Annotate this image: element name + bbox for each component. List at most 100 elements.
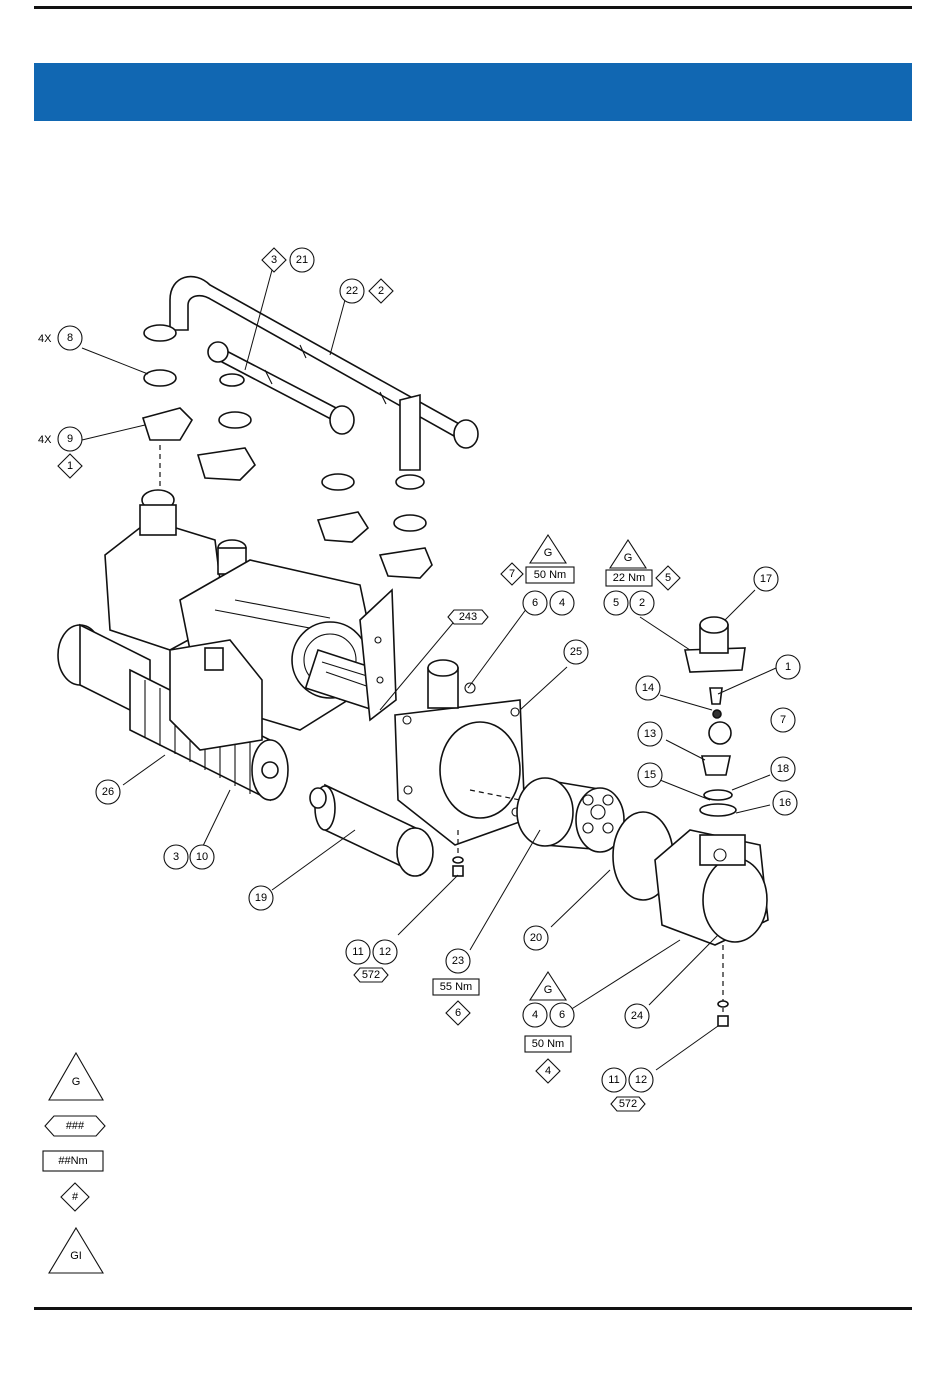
callout-5: 5	[604, 591, 628, 615]
small-fastener	[453, 857, 463, 876]
callout-22: 22	[340, 279, 364, 303]
callout-13: 13	[638, 722, 662, 746]
svg-text:572: 572	[362, 969, 380, 981]
callout-2: 2	[369, 279, 393, 303]
grease-symbol: G	[530, 972, 566, 1000]
svg-text:7: 7	[780, 714, 786, 726]
svg-text:20: 20	[530, 932, 542, 944]
svg-text:G: G	[624, 552, 633, 564]
callout-15: 15	[638, 763, 662, 787]
svg-text:572: 572	[619, 1098, 637, 1110]
svg-text:55 Nm: 55 Nm	[440, 981, 472, 993]
svg-text:#: #	[72, 1191, 79, 1203]
valve-components	[700, 688, 736, 816]
svg-text:25: 25	[570, 646, 582, 658]
svg-text:243: 243	[459, 611, 477, 623]
quantity-prefix: 4X	[38, 333, 52, 345]
callout-17: 17	[754, 567, 778, 591]
callout-10: 10	[190, 845, 214, 869]
callout-9: 9	[58, 427, 82, 451]
legend-gi-symbol: GI	[49, 1228, 103, 1273]
callout-6: 6	[446, 1001, 470, 1025]
svg-text:12: 12	[379, 946, 391, 958]
callout-12: 12	[373, 940, 397, 964]
svg-text:1: 1	[785, 661, 791, 673]
svg-text:11: 11	[352, 946, 363, 958]
svg-text:3: 3	[173, 851, 179, 863]
threadlock-tag: 572	[611, 1097, 645, 1111]
pipe-22	[144, 277, 478, 489]
callout-7: 7	[501, 563, 523, 585]
legend-step-symbol: #	[61, 1183, 89, 1211]
callout-3: 3	[262, 248, 286, 272]
svg-text:##Nm: ##Nm	[58, 1155, 87, 1167]
callout-25: 25	[564, 640, 588, 664]
callout-21: 21	[290, 248, 314, 272]
svg-text:6: 6	[532, 597, 538, 609]
svg-text:GI: GI	[70, 1250, 82, 1262]
callout-24: 24	[625, 1004, 649, 1028]
svg-text:6: 6	[559, 1009, 565, 1021]
svg-text:17: 17	[760, 573, 772, 585]
svg-text:21: 21	[296, 254, 308, 266]
svg-text:4: 4	[545, 1065, 551, 1077]
svg-text:6: 6	[455, 1007, 461, 1019]
svg-text:18: 18	[777, 763, 789, 775]
svg-text:G: G	[544, 984, 553, 996]
svg-text:7: 7	[509, 568, 515, 580]
torque-box: 50 Nm	[525, 1036, 571, 1052]
legend-torque-symbol: ##Nm	[43, 1151, 103, 1171]
svg-text:12: 12	[635, 1074, 647, 1086]
svg-text:10: 10	[196, 851, 208, 863]
callout-4: 4	[550, 591, 574, 615]
svg-text:15: 15	[644, 769, 656, 781]
small-fastener	[718, 1001, 728, 1026]
svg-text:23: 23	[452, 955, 464, 967]
svg-text:50 Nm: 50 Nm	[532, 1038, 564, 1050]
svg-text:50 Nm: 50 Nm	[534, 569, 566, 581]
callout-2: 2	[630, 591, 654, 615]
threadlock-tag: 572	[354, 968, 388, 982]
svg-text:13: 13	[644, 728, 656, 740]
callout-6: 6	[550, 1003, 574, 1027]
svg-text:2: 2	[639, 597, 645, 609]
callout-14: 14	[636, 676, 660, 700]
bottom-rule	[34, 1307, 912, 1310]
svg-text:19: 19	[255, 892, 267, 904]
callout-11: 11	[346, 940, 370, 964]
right-body-24	[655, 830, 768, 945]
torque-box: 22 Nm	[606, 570, 652, 586]
svg-text:26: 26	[102, 786, 114, 798]
grease-symbol: G	[610, 540, 646, 568]
valve-17	[685, 617, 745, 672]
svg-text:5: 5	[665, 572, 671, 584]
symbol-legend: G ### ##Nm # GI	[43, 1053, 105, 1273]
callout-4: 4	[523, 1003, 547, 1027]
svg-text:G: G	[72, 1076, 81, 1088]
svg-text:11: 11	[608, 1074, 619, 1086]
housing-25	[395, 660, 525, 845]
svg-text:9: 9	[67, 433, 73, 445]
svg-text:14: 14	[642, 682, 654, 694]
callout-19: 19	[249, 886, 273, 910]
threadlock-tag-243: 243	[448, 610, 488, 624]
svg-text:22 Nm: 22 Nm	[613, 572, 645, 584]
quantity-prefix: 4X	[38, 434, 52, 446]
callout-7: 7	[771, 708, 795, 732]
svg-text:###: ###	[66, 1120, 85, 1132]
callout-11: 11	[602, 1068, 626, 1092]
callout-3: 3	[164, 845, 188, 869]
callout-6: 6	[523, 591, 547, 615]
legend-grease-symbol: G	[49, 1053, 103, 1100]
svg-text:2: 2	[378, 285, 384, 297]
svg-text:1: 1	[67, 460, 73, 472]
callout-8: 8	[58, 326, 82, 350]
svg-text:16: 16	[779, 797, 791, 809]
svg-text:8: 8	[67, 332, 73, 344]
callout-5: 5	[656, 566, 680, 590]
torque-box: 55 Nm	[433, 979, 479, 995]
svg-text:3: 3	[271, 254, 277, 266]
svg-text:22: 22	[346, 285, 358, 297]
callout-16: 16	[773, 791, 797, 815]
